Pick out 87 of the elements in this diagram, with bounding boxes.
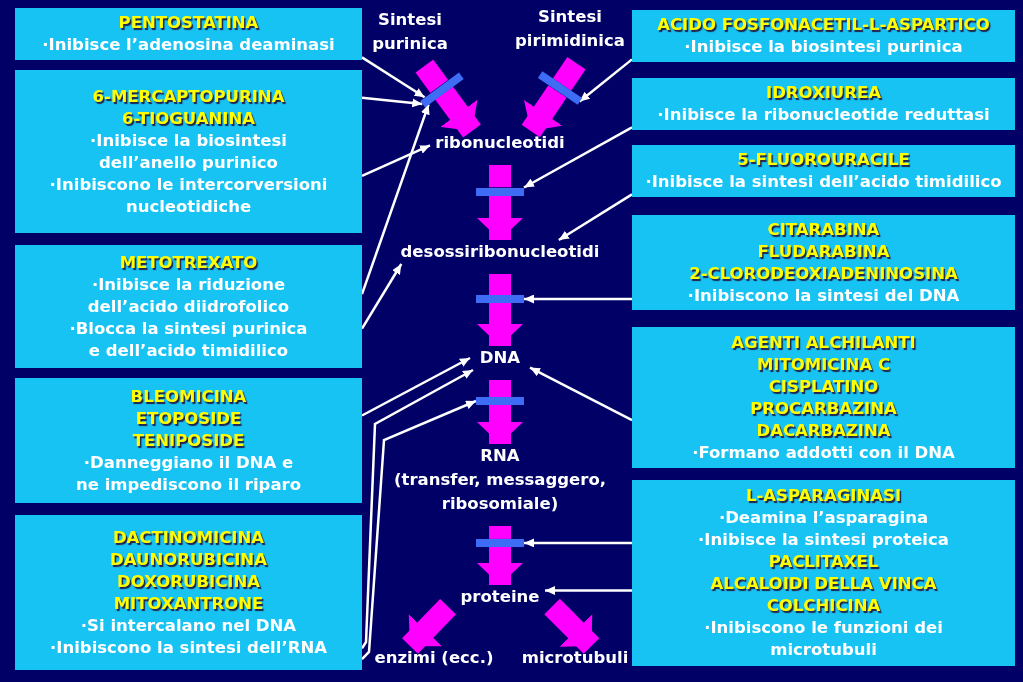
pathway-label: DNA [479,347,521,369]
drug-name: ACIDO FOSFONACETIL-L-ASPARTICO [657,14,990,36]
drug-name: 6-MERCAPTOPURINA [92,85,285,108]
mechanism-text: ·Inibisce la sintesi dell’acido timidilico [645,171,1002,193]
drug-panel [15,378,362,503]
pathway-label: (transfer, messaggero, ribosomiale) [392,469,608,515]
mechanism-text: ·Si intercalano nel DNA [80,614,297,637]
drug-name: ETOPOSIDE [135,407,242,430]
drug-name: METOTREXATO [119,251,258,274]
drug-name: CITARABINA [767,218,880,241]
drug-name: PACLITAXEL [768,551,879,573]
drug-panel [632,480,1015,666]
drug-name: 2-CLORODEOXIADENINOSINA [689,262,958,285]
drug-panel [15,245,362,368]
mechanism-text: ·Blocca la sintesi purinica e dell’acido timidilico [68,317,309,362]
inhibition-bar [476,397,524,405]
pathway-label: ribonucleotidi [435,132,565,154]
drug-name: 6-TIOGUANINA [121,107,256,130]
block-arrow [477,546,523,585]
drug-name: FLUDARABINA [757,240,890,263]
drug-panel [632,215,1015,310]
drug-name: DOXORUBICINA [117,570,260,593]
block-arrow [543,598,600,654]
drug-name: DACTINOMICINA [112,526,265,549]
arrow [558,193,633,242]
arrow [361,56,426,99]
drug-name: IDROXIUREA [766,82,881,104]
arrow [361,356,471,417]
drug-name: L-ASPARAGINASI [745,485,902,507]
drug-name: BLEOMICINA [130,385,247,408]
mechanism-text: ·Deamina l’asparagina [718,507,929,529]
arrow [545,586,632,595]
drug-panel [632,327,1015,468]
arrow [578,58,633,103]
pathway-label: enzimi (ecc.) [374,647,494,669]
pathway-label: Sintesi pirimidinica [514,6,626,52]
mechanism-text: ·Inibiscono le funzioni dei microtubuli [703,617,944,661]
drug-panel [632,10,1015,62]
mechanism-text: ·Danneggiano il DNA e ne impediscono il riparo [75,451,302,496]
pathway-label: Sintesi purinica [371,9,449,55]
arrow [524,294,632,304]
drug-name: MITOMICINA C [756,353,891,376]
mechanism-text: ·Inibisce la sintesi proteica [698,529,949,551]
drug-name: TENIPOSIDE [132,429,245,452]
block-arrow [477,405,523,444]
arrow [529,366,633,422]
drug-name: COLCHICINA [766,595,881,617]
pathway-label: microtubuli [521,647,629,669]
drug-name: PROCARBAZINA [750,397,897,420]
inhibition-bar [476,538,524,547]
arrow [361,96,423,108]
inhibition-bar [476,295,524,303]
mechanism-text: ·Inibisce la ribonucleotide reduttasi [657,104,990,126]
arrow [361,144,431,178]
mechanism-text: ·Inibisce la biosintesi dell’anello purinico [89,129,288,174]
inhibition-bar [476,187,524,196]
block-arrow [521,85,567,138]
drug-name: DAUNORUBICINA [110,548,267,571]
drug-panel [15,515,362,670]
drug-name: 5-FLUOROURACILE [737,149,910,171]
drug-name: MITOXANTRONE [113,592,264,615]
mechanism-text: ·Formano addotti con il DNA [692,441,955,464]
mechanism-text: ·Inibisce la biosintesi purinica [684,36,963,58]
drug-panel [632,145,1015,197]
drug-name: ALCALOIDI DELLA VINCA [710,573,937,595]
pathway-label: proteine [460,586,540,608]
drug-name: CISPLATINO [768,375,879,398]
block-arrow [435,86,481,138]
mechanism-text: ·Inibisce l’adenosina deaminasi [42,34,335,56]
mechanism-text: ·Inibiscono le intercorversioni nucleotidiche [48,173,329,218]
mechanism-text: ·Inibiscono la sintesi dell’RNA [50,636,327,659]
arrow [524,538,632,548]
pathway-label: desossiribonucleotidi [400,241,600,263]
pathway-label: RNA [480,445,520,467]
arrow [361,399,477,660]
drug-panel [632,78,1015,130]
block-arrow [477,303,523,346]
drug-panel [15,70,362,233]
drug-name: DACARBAZINA [756,419,891,442]
block-arrow [402,598,457,654]
mechanism-text: ·Inibiscono la sintesi del DNA [687,284,960,307]
drug-name: AGENTI ALCHILANTI [731,331,916,354]
block-arrow [477,195,523,240]
drug-name: PENTOSTATINA [118,12,259,34]
arrow [523,126,633,189]
mechanism-text: ·Inibisce la riduzione dell’acido diidrofolico [86,273,291,318]
drug-panel [15,8,362,60]
